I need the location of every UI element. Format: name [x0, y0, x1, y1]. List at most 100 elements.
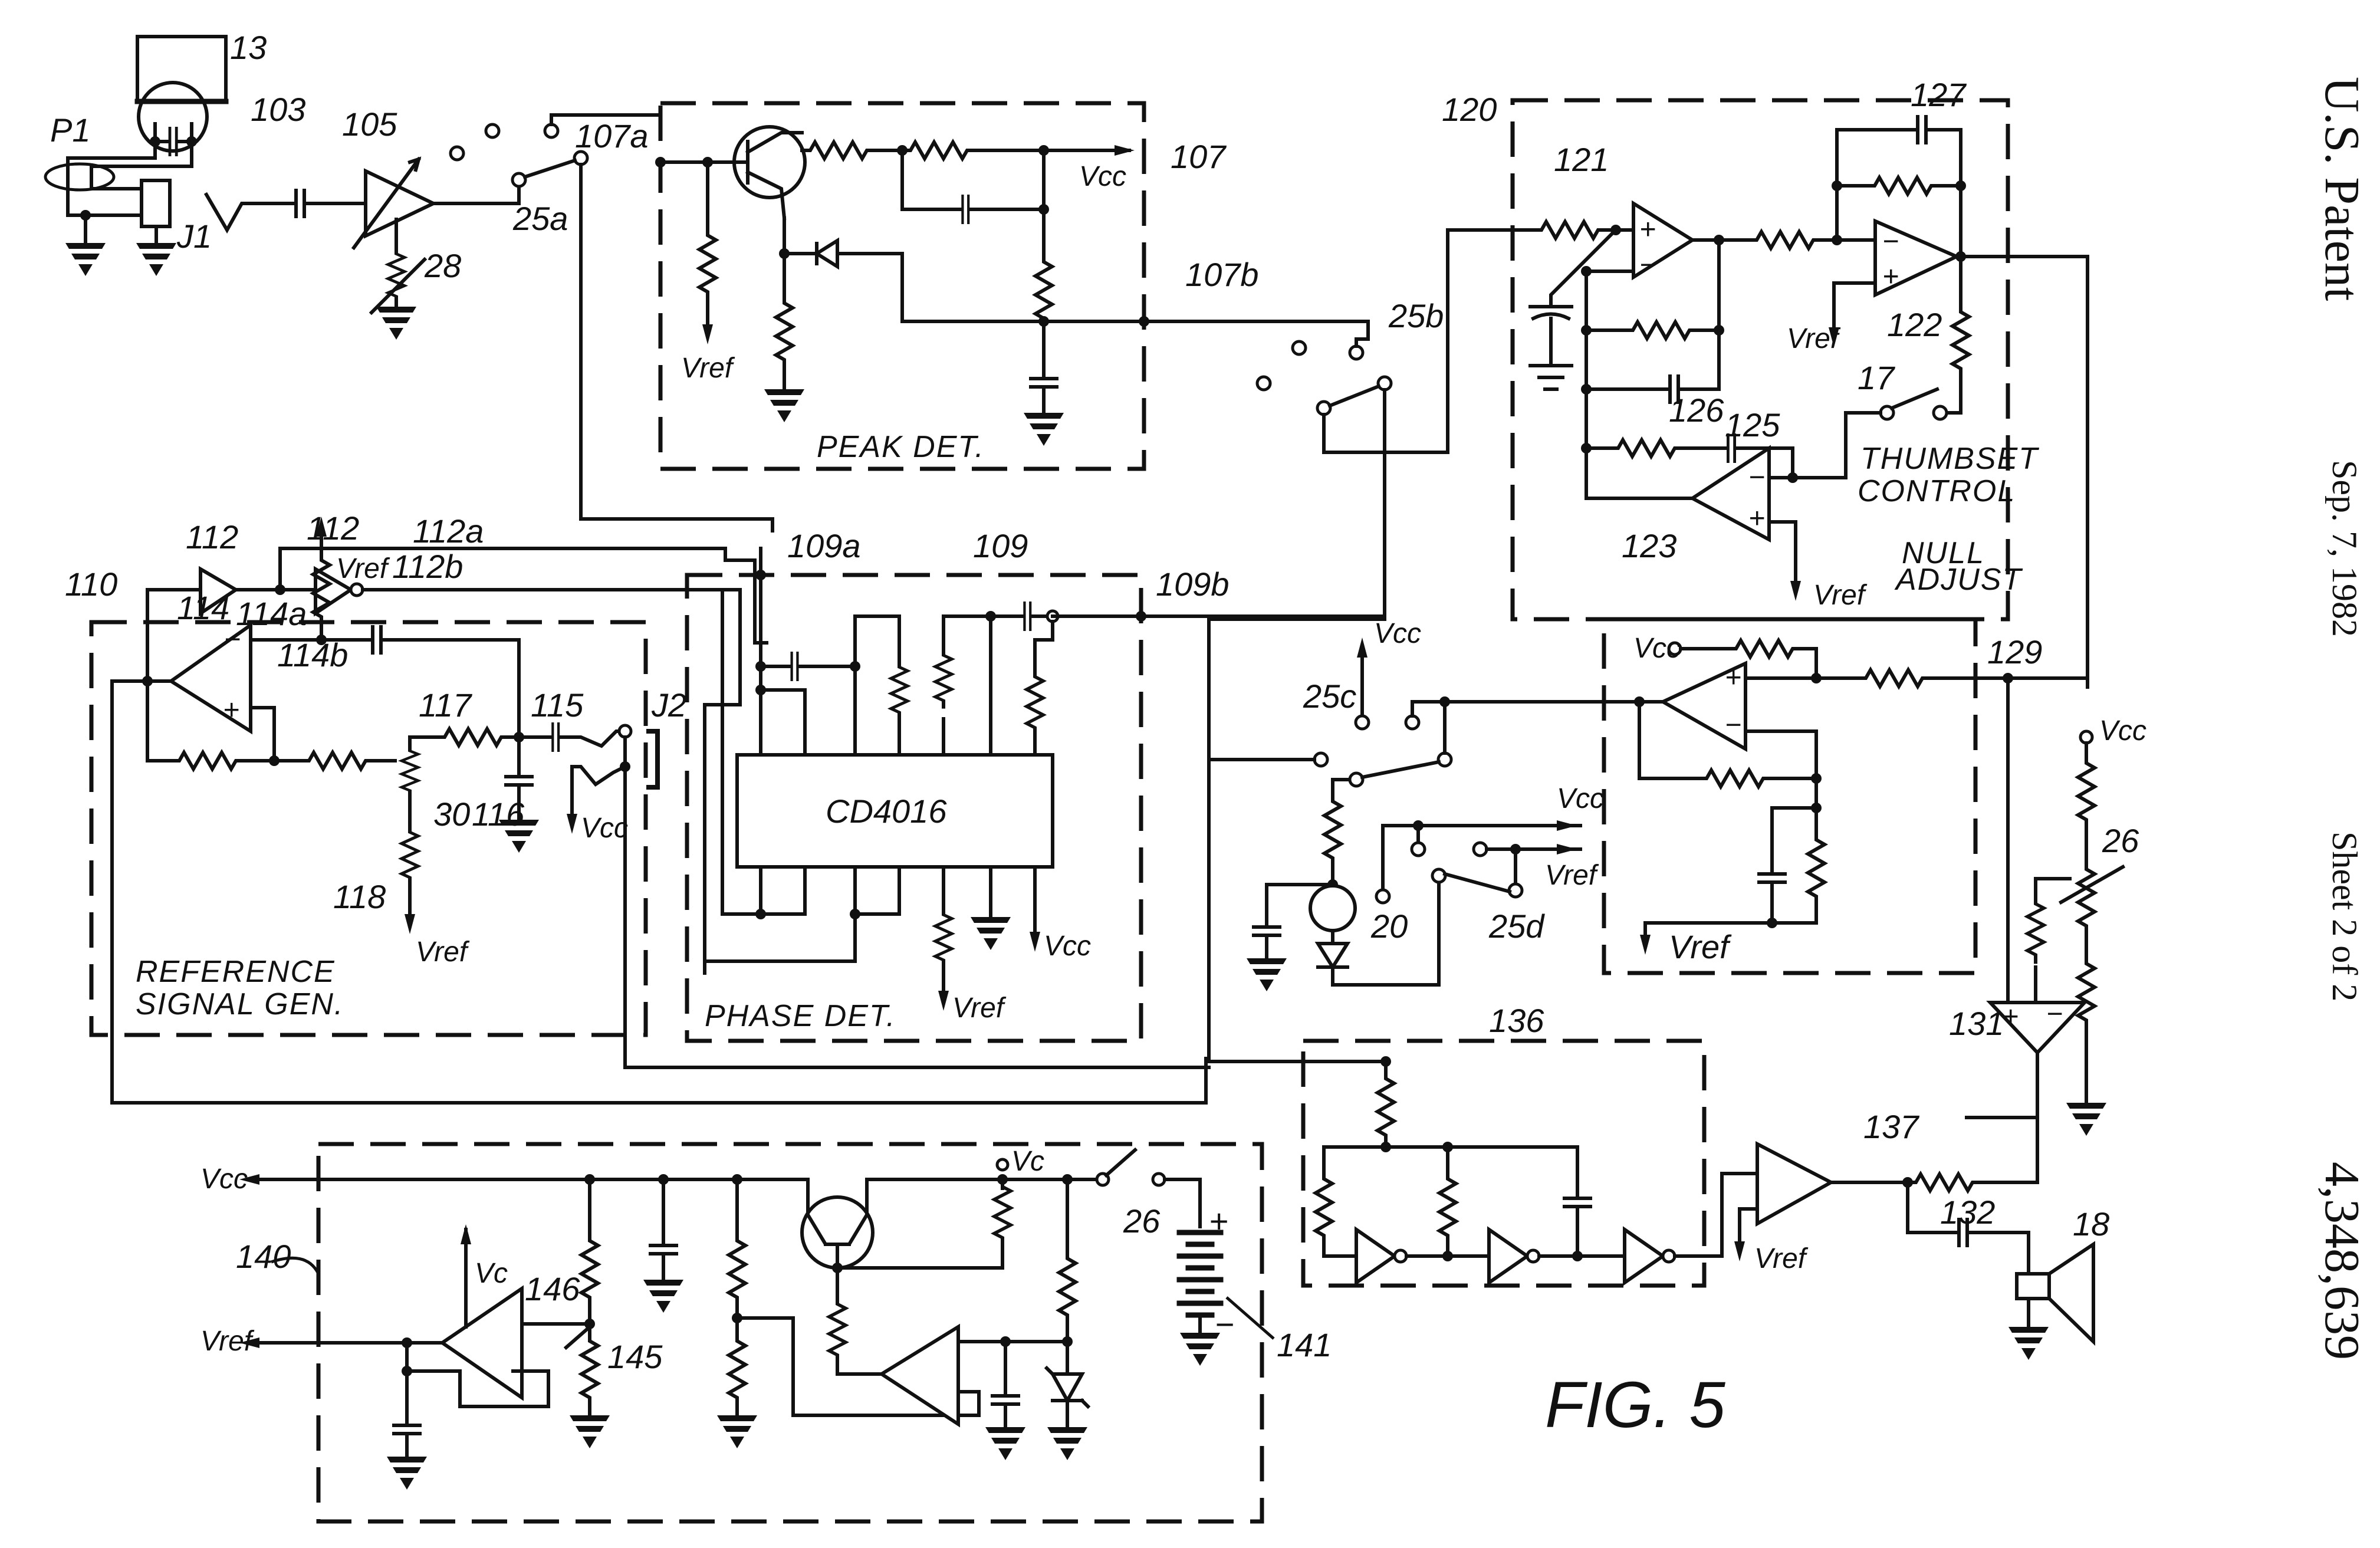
label-probe-housing: 13 [230, 29, 267, 66]
null-adjust-title-2: ADJUST [1894, 563, 2023, 597]
label-null-adjust-ref: 120 [1442, 91, 1497, 128]
label-switch-25b: 25b [1388, 297, 1444, 334]
label-vref-ref-top: Vref [336, 553, 390, 584]
label-node-107a: 107a [575, 117, 649, 155]
patent-date: Sep. 7, 1982 [2325, 460, 2364, 637]
label-vref-129: Vref [1669, 928, 1732, 965]
label-comparator-131: 131 [1949, 1005, 2004, 1042]
phase-detector-title: PHASE DET. [705, 999, 896, 1033]
label-opamp-146: 146 [525, 1270, 580, 1307]
power-supply-block: Vcc 145 146 Vc Vref 140 [200, 1142, 1332, 1524]
label-cap-125: 125 [1725, 406, 1780, 443]
label-vcc-129: Vcc [1633, 633, 1681, 664]
label-switch-25c: 25c [1303, 678, 1356, 715]
amplifier-105: 105 28 [203, 106, 521, 340]
label-vref-out: Vref [200, 1326, 255, 1357]
switch-17-terminal-b[interactable] [1932, 405, 1948, 421]
label-amplifier-137: 137 [1863, 1108, 1919, 1145]
oscillator-block: 136 [1207, 756, 1759, 1288]
oscillator-boundary [1301, 1038, 1707, 1288]
label-cap-116: 116 [472, 796, 525, 833]
zener-diode [1044, 1322, 1091, 1429]
label-opamp-114: 114 [177, 589, 229, 626]
buffers-112: 112 112 112a 112b [146, 510, 768, 975]
label-vcc-pot26: Vcc [2099, 715, 2146, 747]
label-switch-25d: 25d [1488, 908, 1545, 945]
figure-caption: FIG. 5 [1545, 1369, 1725, 1441]
switch-25b[interactable]: 25b [1207, 228, 1535, 760]
opamp-146 [439, 1285, 524, 1401]
label-vref-123: Vref [1813, 580, 1868, 611]
reference-generator-boundary [89, 620, 648, 1037]
label-amplifier: 105 [342, 106, 397, 143]
patent-title: U.S. Patent [2315, 77, 2369, 301]
label-cap-127: 127 [1911, 76, 1967, 113]
label-vref-phase: Vref [952, 992, 1007, 1024]
label-cap-115: 115 [531, 686, 584, 724]
label-cap-126: 126 [1669, 392, 1724, 429]
phase-detector-block: CD4016 Vref Vcc PHASE DET. 109a 109 109b [685, 527, 1386, 1043]
label-vcc-out: Vcc [200, 1164, 248, 1195]
label-node-109a: 109a [787, 527, 861, 564]
patent-number: 4,348,639 [2315, 1162, 2369, 1360]
label-opamp-114b: 114b [277, 636, 348, 673]
buffer-boundary [1602, 617, 1978, 975]
comparator-131: + − Vcc 26 131 [1949, 676, 2146, 1136]
label-jack-j2: J2 [651, 686, 686, 724]
regulator-opamp [878, 1323, 960, 1428]
svg-text:−: − [1639, 249, 1656, 281]
power-supply-boundary [316, 1142, 1264, 1524]
label-vc-node: Vc [1011, 1146, 1044, 1177]
ic-cd4016 [735, 753, 1054, 869]
label-opamp-123: 123 [1622, 527, 1676, 564]
label-gain-pot: 28 [424, 247, 461, 284]
label-vcc-phase: Vcc [1044, 931, 1091, 962]
label-vref-137: Vref [1754, 1243, 1809, 1274]
switch-17-lever[interactable] [1889, 387, 1939, 410]
label-line-112a: 112a [413, 512, 484, 550]
switch-25d[interactable]: 20 Vcc Vref 25d [1247, 778, 1604, 991]
reference-generator-title-1: REFERENCE [136, 955, 336, 989]
label-vref-118: Vref [416, 936, 470, 968]
jack-j1 [140, 179, 172, 228]
label-switch-17: 17 [1858, 359, 1895, 396]
label-phase-detector-ref: 109 [973, 527, 1028, 564]
null-adjust-block: + − − + Vref 17 [1442, 76, 2089, 689]
label-pot-30: 30 [433, 796, 470, 833]
peak-detector-boundary [658, 101, 1146, 471]
probe-assembly: 13 103 P1 J1 [44, 29, 305, 276]
label-opamp-114a: 114a [236, 595, 307, 632]
svg-text:+: + [1639, 214, 1656, 245]
label-transducer: 103 [251, 91, 305, 128]
svg-text:−: − [224, 624, 241, 655]
label-vcc-25d: Vcc [1557, 783, 1604, 814]
label-node-109b: 109b [1156, 566, 1230, 603]
label-switch-25a: 25a [512, 200, 568, 237]
null-adjust-title-1: NULL [1902, 536, 1985, 570]
svg-text:−: − [1725, 709, 1741, 741]
thumbset-label-1: THUMBSET [1860, 442, 2039, 476]
label-switch-26: 26 [1123, 1202, 1161, 1240]
label-node-107b: 107b [1185, 256, 1259, 293]
probe-cable-loop [44, 162, 116, 192]
label-node-129: 129 [1987, 633, 2042, 671]
label-peak-detector-ref: 107 [1171, 138, 1227, 175]
label-opamp-122: 122 [1887, 306, 1942, 343]
output-stage: Vref 137 132 18 [1734, 1108, 2109, 1360]
reference-generator-title-2: SIGNAL GEN. [136, 987, 344, 1021]
label-oscillator-ref: 136 [1489, 1002, 1544, 1039]
label-vref-25d: Vref [1545, 860, 1599, 891]
peak-detector-title: PEAK DET. [817, 430, 985, 464]
svg-text:+: + [1882, 261, 1899, 292]
label-opamp-121: 121 [1554, 141, 1609, 178]
battery-141 [1176, 1230, 1224, 1335]
svg-text:−: − [1882, 226, 1899, 257]
switch-25c[interactable]: Vcc 25c [1207, 618, 1641, 788]
patent-header: U.S. Patent Sep. 7, 1982 Sheet 2 of 2 4,… [2288, 0, 2376, 1548]
label-speaker-18: 18 [2073, 1205, 2109, 1243]
switch-25a[interactable]: 25a [449, 113, 774, 533]
label-meter-20: 20 [1370, 908, 1408, 945]
label-buffer-112: 112 [186, 518, 238, 556]
power-switch-26-lever[interactable] [1103, 1147, 1138, 1178]
